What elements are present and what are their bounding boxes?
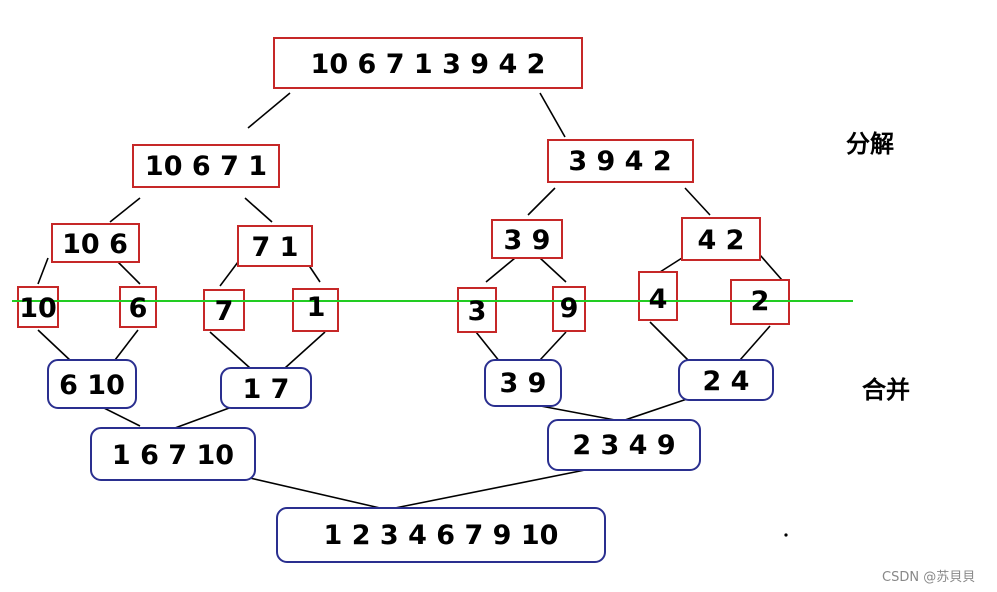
- connector: [99, 405, 141, 427]
- merge-box-rl: [484, 359, 562, 407]
- merge-text-ll: 6 10: [59, 370, 125, 401]
- connector: [659, 257, 683, 273]
- connector: [247, 92, 291, 129]
- merge-boxes: [47, 359, 774, 563]
- split-text-root: 10 6 7 1 3 9 4 2: [311, 49, 546, 80]
- split-box-lrl: [203, 289, 245, 331]
- merge-phase-label: 合并: [862, 376, 910, 404]
- split-phase-label: 分解: [846, 130, 894, 158]
- connector: [485, 257, 516, 283]
- merge-box-l: [90, 427, 256, 481]
- split-text-ll: 10 6: [62, 229, 128, 260]
- connector: [117, 261, 141, 285]
- split-text-rr: 4 2: [698, 225, 745, 256]
- stray-dot: [784, 533, 788, 537]
- split-text-rrl: 4: [649, 284, 668, 315]
- connector: [209, 331, 251, 369]
- split-text-rll: 3: [468, 296, 487, 327]
- merge-text-root: 1 2 3 4 6 7 9 10: [324, 520, 559, 551]
- merge-text-rl: 3 9: [500, 368, 547, 399]
- split-box-ll: [51, 223, 140, 263]
- connector: [539, 257, 567, 283]
- connector: [37, 257, 49, 285]
- merge-text-r: 2 3 4 9: [572, 430, 675, 461]
- split-labels: 10 6 7 1 3 9 4 2 10 6 7 1 3 9 4 2 10 6 7…: [19, 49, 769, 327]
- split-connectors: [37, 92, 783, 287]
- split-box-rrl: [638, 271, 678, 321]
- split-text-lrl: 7: [215, 296, 234, 327]
- split-text-rrr: 2: [751, 286, 770, 317]
- connector: [739, 325, 771, 361]
- connector: [539, 331, 567, 361]
- merge-box-rr: [678, 359, 774, 401]
- split-box-r: [547, 139, 694, 183]
- connector: [284, 331, 326, 369]
- connector: [249, 477, 381, 509]
- connector: [539, 92, 566, 138]
- connector: [37, 329, 73, 363]
- split-box-lr: [237, 225, 313, 267]
- split-text-lrr: 1: [307, 292, 326, 323]
- split-text-rlr: 9: [560, 293, 579, 324]
- split-text-l: 10 6 7 1: [145, 151, 267, 182]
- connector: [114, 329, 139, 361]
- connector: [649, 321, 689, 361]
- split-box-root: [273, 37, 583, 89]
- merge-box-lr: [220, 367, 312, 409]
- split-text-r: 3 9 4 2: [568, 146, 671, 177]
- split-box-lll: [17, 286, 59, 328]
- connector: [109, 197, 141, 223]
- merge-box-root: [276, 507, 606, 563]
- split-box-rl: [491, 219, 563, 259]
- connector: [394, 469, 586, 509]
- merge-text-l: 1 6 7 10: [112, 440, 234, 471]
- split-box-l: [132, 144, 280, 188]
- split-text-rl: 3 9: [504, 225, 551, 256]
- split-box-lrr: [292, 288, 339, 332]
- split-text-lr: 7 1: [252, 232, 299, 263]
- merge-labels: 6 10 1 7 3 9 2 4 1 6 7 10 2 3 4 9 1 2 3 …: [59, 366, 749, 551]
- split-box-rll: [457, 287, 497, 333]
- connector: [475, 331, 501, 363]
- watermark: CSDN @苏貝貝: [882, 570, 976, 585]
- split-boxes: [17, 37, 790, 333]
- merge-text-rr: 2 4: [703, 366, 750, 397]
- split-box-rlr: [552, 286, 586, 332]
- split-box-rr: [681, 217, 761, 261]
- split-box-llr: [119, 286, 157, 328]
- connector: [219, 261, 239, 287]
- merge-box-ll: [47, 359, 137, 409]
- split-text-lll: 10: [19, 293, 57, 324]
- connector: [624, 397, 691, 421]
- merge-box-r: [547, 419, 701, 471]
- split-text-llr: 6: [129, 293, 148, 324]
- merge-text-lr: 1 7: [243, 374, 290, 405]
- connector: [684, 187, 711, 216]
- connector: [759, 254, 783, 281]
- connector: [527, 187, 556, 216]
- connector: [244, 197, 273, 223]
